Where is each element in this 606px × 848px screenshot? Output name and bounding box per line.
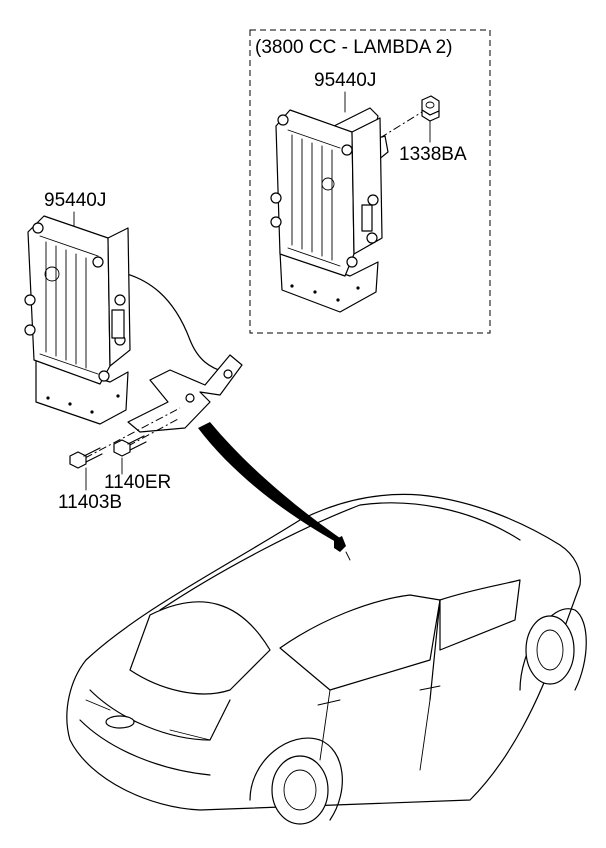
car-tail-lamps: [85, 699, 211, 741]
car-rear-window: [129, 601, 271, 695]
bolt-icon-11403b: [69, 447, 103, 469]
bolt-a-part-label: 1140ER: [104, 472, 171, 493]
car-emblem: [105, 715, 135, 729]
location-pointer-arrow: [198, 422, 340, 542]
sedan-car-icon: [66, 493, 587, 825]
inset-control-module: [270, 107, 389, 313]
bolt-b-part-label: 11403B: [58, 492, 122, 513]
main-control-module: [24, 215, 243, 433]
car-roof-line: [159, 502, 521, 611]
inset-nut-centerline: [379, 111, 423, 139]
car-rear-wheel: [249, 737, 343, 825]
car-body-outline: [66, 493, 581, 811]
car-front-wheel: [519, 608, 587, 691]
bolt-centerline-a: [84, 407, 181, 459]
car-side-window-front: [439, 579, 521, 651]
hex-nut-icon: [421, 95, 440, 122]
car-door-handles: [317, 685, 441, 706]
inset-dashed-border: [249, 29, 491, 334]
module-location-mark: [334, 536, 351, 561]
inset-module-part-label: 95440J: [314, 70, 376, 91]
inset-title: (3800 CC - LAMBDA 2): [255, 37, 452, 58]
bolt-icon-1140er: [113, 435, 147, 457]
car-door-seams: [319, 689, 431, 771]
inset-variant-box: (3800 CC - LAMBDA 2) 95440J 1338BA: [249, 29, 491, 334]
car-b-pillar: [429, 599, 441, 701]
car-rear-bumper-line: [79, 719, 211, 776]
car-side-window-rear: [279, 594, 441, 691]
bolt-centerline-b: [127, 417, 181, 447]
mounting-bracket: [127, 354, 243, 433]
car-trunk-lid: [89, 689, 231, 741]
inset-nut-part-label: 1338BA: [399, 144, 467, 165]
main-module-part-label: 95440J: [44, 190, 106, 211]
wiring-harness: [107, 269, 226, 373]
